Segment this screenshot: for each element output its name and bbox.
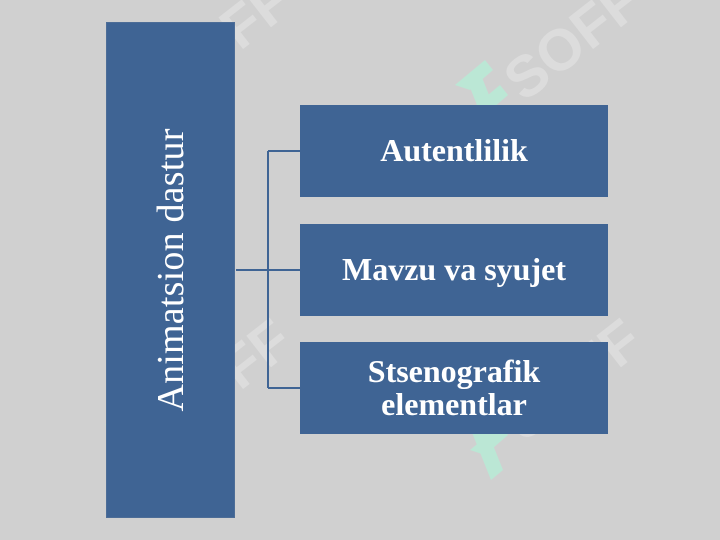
child-node-label: Autentlilik bbox=[380, 132, 528, 169]
child-node-label: Mavzu va syujet bbox=[342, 251, 566, 288]
child-node-mavzu-va-syujet: Mavzu va syujet bbox=[300, 224, 608, 316]
root-node: Animatsion dastur bbox=[106, 22, 235, 518]
watermark-text: SOFF bbox=[492, 0, 654, 113]
root-node-label: Animatsion dastur bbox=[149, 128, 192, 412]
child-node-stsenografik-elementlar: Stsenografik elementlar bbox=[300, 342, 608, 434]
child-node-autentlilik: Autentlilik bbox=[300, 105, 608, 197]
child-node-label: Stsenografik elementlar bbox=[367, 352, 541, 422]
